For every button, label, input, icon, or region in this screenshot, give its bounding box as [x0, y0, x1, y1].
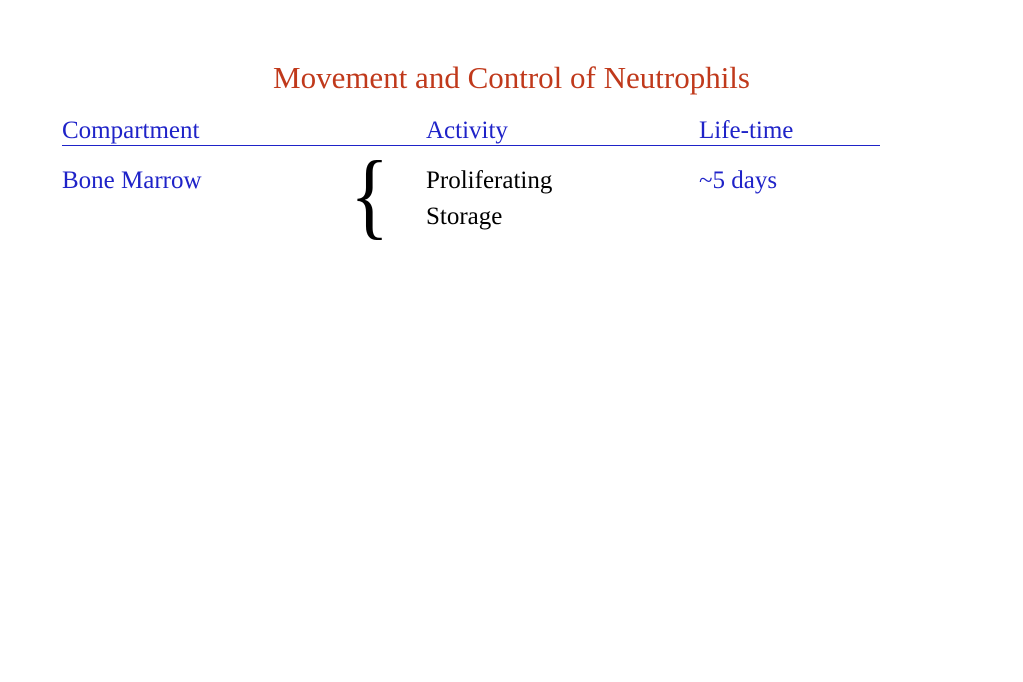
header-underline: [62, 145, 880, 146]
row-activity-storage: Storage: [426, 203, 503, 230]
row-compartment-bone-marrow: Bone Marrow: [62, 167, 202, 194]
slide-title: Movement and Control of Neutrophils: [273, 60, 750, 95]
header-lifetime: Life-time: [699, 117, 794, 144]
row-activity-proliferating: Proliferating: [426, 167, 553, 194]
header-activity: Activity: [426, 117, 508, 144]
header-compartment: Compartment: [62, 117, 200, 144]
curly-brace: {: [350, 141, 390, 248]
row-lifetime: ~5 days: [699, 167, 778, 194]
